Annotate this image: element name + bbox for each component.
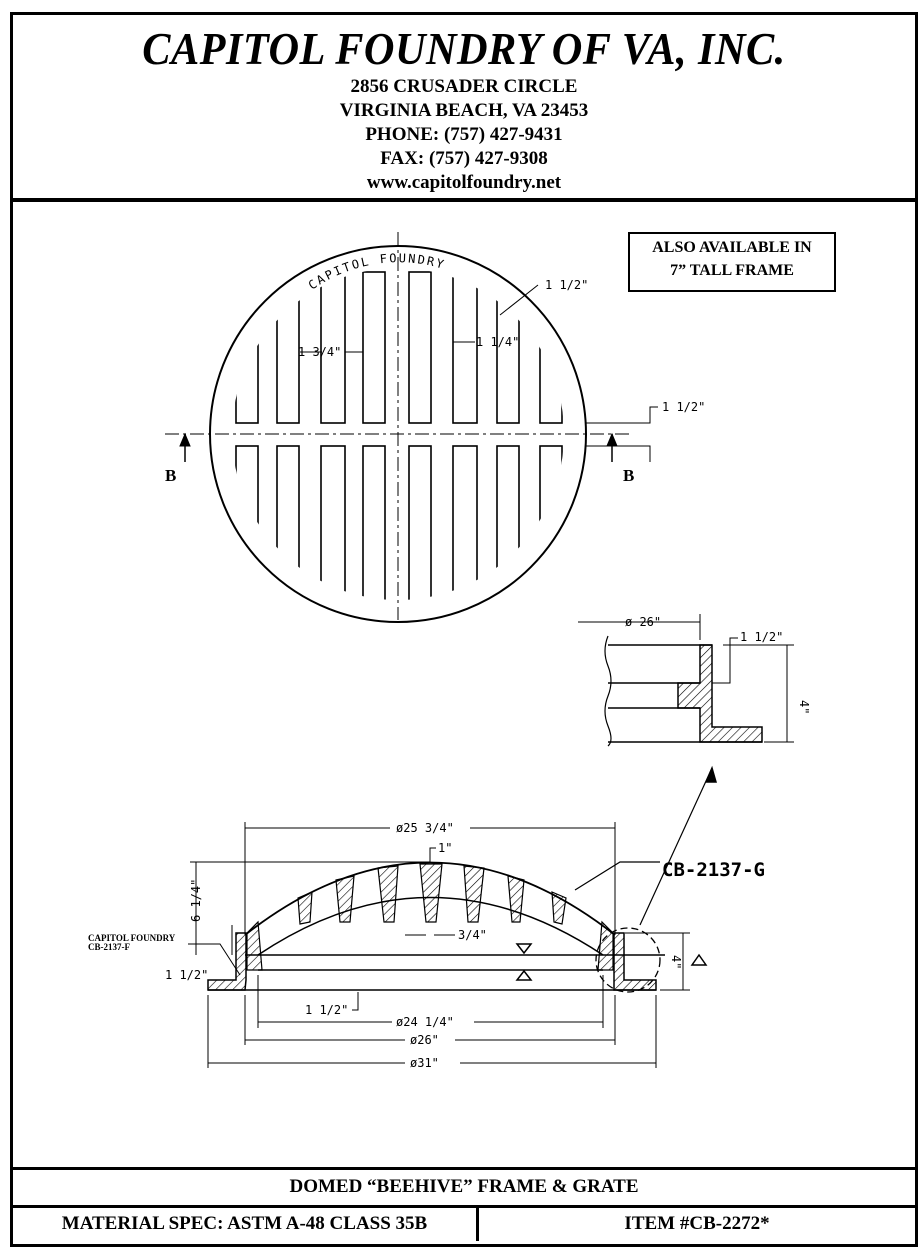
fax: FAX: (757) 427-9308	[380, 148, 548, 169]
dim-rim: 1 1/2"	[545, 278, 588, 292]
note-line-2: 7” TALL FRAME	[670, 262, 794, 279]
dim-crown: 1"	[438, 841, 452, 855]
frame-left	[207, 932, 247, 991]
frame-detail-view	[578, 614, 794, 926]
page-border	[10, 12, 918, 1247]
dim-top-diameter: ø25 3/4"	[396, 821, 454, 835]
detail-dim-height: 4"	[797, 700, 811, 714]
frame-label-2: CB-2137-F	[88, 942, 130, 952]
dim-flange: 1 1/2"	[165, 968, 208, 982]
dim-rib: 3/4"	[458, 928, 487, 942]
material-spec: MATERIAL SPEC: ASTM A-48 CLASS 35B	[13, 1205, 479, 1241]
dim-frame-height: 4"	[669, 955, 683, 969]
address-line-1: 2856 CRUSADER CIRCLE	[350, 76, 578, 97]
section-view	[188, 822, 708, 1068]
availability-note: ALSO AVAILABLE IN 7” TALL FRAME	[628, 232, 836, 292]
dim-bar: 1 1/4"	[476, 335, 519, 349]
item-number: ITEM #CB-2272*	[624, 1213, 770, 1234]
grate-plan-view	[165, 232, 658, 623]
dim-center: 1 1/2"	[662, 400, 705, 414]
drawing-title: DOMED “BEEHIVE” FRAME & GRATE	[13, 1167, 915, 1208]
section-marker-left: B	[165, 466, 176, 485]
phone: PHONE: (757) 427-9431	[365, 124, 563, 145]
grate-ribs	[246, 863, 614, 971]
note-line-1: ALSO AVAILABLE IN	[652, 239, 812, 256]
website: www.capitolfoundry.net	[366, 172, 562, 193]
header: CAPITOL FOUNDRY OF VA, INC. 2856 CRUSADE…	[13, 15, 915, 202]
detail-dim-diameter: ø 26"	[625, 615, 661, 629]
frame-label-1: CAPITOL FOUNDRY	[88, 933, 176, 943]
grate-slots	[235, 268, 563, 600]
dim-frame-diameter: ø26"	[410, 1033, 439, 1047]
grate-part-label: CB-2137-G	[662, 859, 765, 881]
dim-slot: 1 3/4"	[298, 345, 341, 359]
company-name: CAPITOL FOUNDRY OF VA, INC.	[142, 23, 786, 74]
dim-overall-diameter: ø31"	[410, 1056, 439, 1070]
dim-dome-height: 6 1/4"	[189, 879, 203, 922]
dim-inner-diameter: ø24 1/4"	[396, 1015, 454, 1029]
address-line-2: VIRGINIA BEACH, VA 23453	[339, 100, 589, 121]
section-marker-right: B	[623, 466, 634, 485]
dim-seat: 1 1/2"	[305, 1003, 348, 1017]
frame-right	[613, 932, 657, 991]
detail-dim-lip: 1 1/2"	[740, 630, 783, 644]
